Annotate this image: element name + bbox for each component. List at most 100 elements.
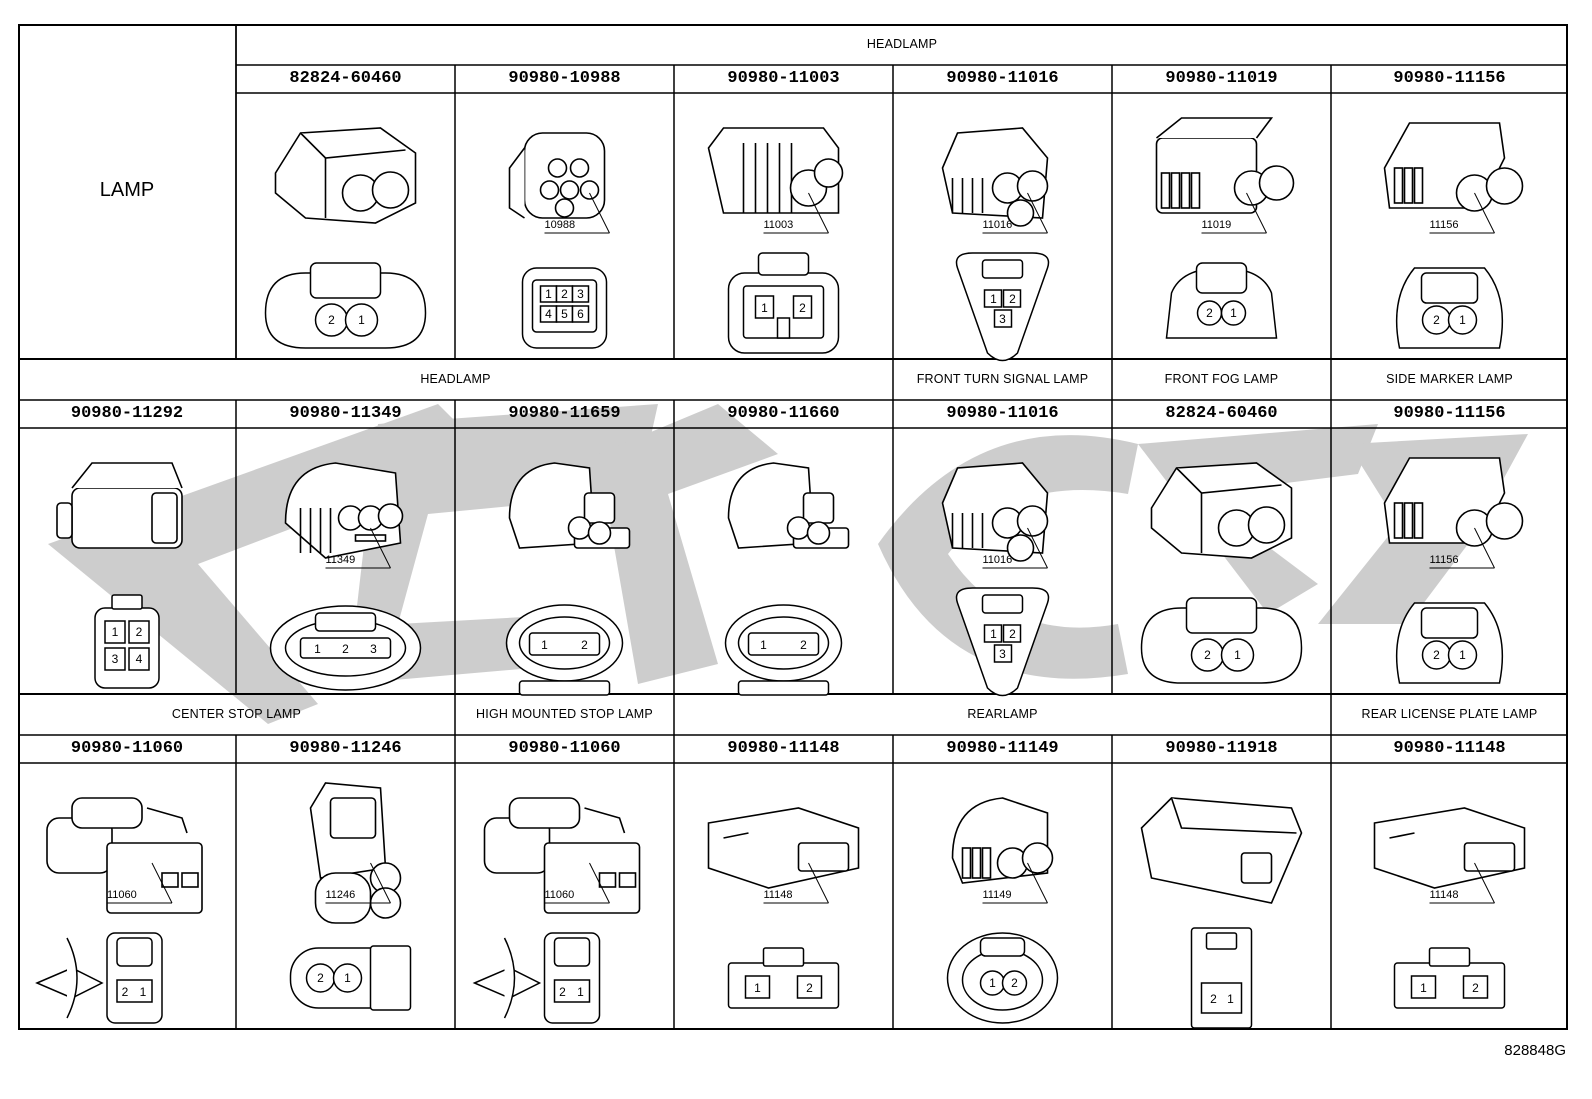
svg-text:2: 2 [1210,992,1217,1006]
svg-text:2: 2 [1433,648,1440,662]
callout-label: 11016 [982,554,1013,566]
part-number: 90980-11019 [1165,69,1278,88]
svg-text:2: 2 [1472,981,1479,995]
svg-text:2: 2 [1009,627,1016,641]
svg-text:1: 1 [1227,992,1234,1006]
svg-text:6: 6 [577,307,584,321]
callout-label: 11003 [763,219,794,231]
svg-text:1: 1 [990,627,997,641]
connector-face-drawing: 1 2 3 [269,605,422,691]
svg-text:2: 2 [342,642,349,656]
svg-text:2: 2 [328,313,335,327]
svg-text:1: 1 [990,292,997,306]
svg-text:2: 2 [559,985,566,999]
callout-arrow [808,192,829,234]
callout-label: 11016 [982,219,1013,231]
connector-body-drawing [56,462,183,549]
callout-arrow [370,862,391,904]
svg-text:1: 1 [140,985,147,999]
part-number: 90980-10988 [508,69,621,88]
section-header: HIGH MOUNTED STOP LAMP [476,707,653,721]
part-number: 90980-11060 [508,739,621,758]
callout-arrow [1474,527,1495,569]
svg-text:2: 2 [1204,648,1211,662]
section-header: REARLAMP [967,707,1038,721]
drawing-id: 828848G [1504,1042,1566,1059]
callout-label: 10988 [544,219,576,231]
connector-body-drawing [727,462,850,549]
svg-text:2: 2 [799,301,806,315]
section-header: HEADLAMP [866,37,938,51]
callout-arrow [370,527,391,569]
section-header: HEADLAMP [420,372,491,386]
connector-body-drawing [46,797,203,914]
callout-label: 11349 [325,554,356,566]
connector-body-drawing [1150,462,1293,559]
svg-text:2: 2 [561,287,568,301]
callout-label: 11019 [1201,219,1232,231]
connector-body-drawing [508,132,606,219]
svg-text:2: 2 [1433,313,1440,327]
svg-text:3: 3 [999,647,1006,661]
part-number: 90980-11246 [289,739,402,758]
callout-label: 11060 [107,889,137,901]
svg-text:2: 2 [1011,976,1018,990]
svg-text:3: 3 [370,642,377,656]
callout-arrow [589,862,610,904]
connector-body-drawing [274,127,417,224]
section-header: FRONT TURN SIGNAL LAMP [916,372,1089,386]
part-number: 90980-11148 [1393,739,1506,758]
callout-arrow [1027,862,1048,904]
svg-text:2: 2 [122,985,129,999]
svg-text:1: 1 [1230,306,1237,320]
callout-arrow [1474,862,1495,904]
part-number: 90980-11156 [1393,404,1506,423]
svg-text:1: 1 [358,313,365,327]
part-number: 90980-11349 [289,404,402,423]
svg-text:1: 1 [754,981,761,995]
section-header: FRONT FOG LAMP [1164,372,1279,386]
grid-lines [18,24,1568,1030]
svg-text:1: 1 [112,625,119,639]
section-header: REAR LICENSE PLATE LAMP [1361,707,1538,721]
svg-text:2: 2 [800,638,807,652]
svg-text:3: 3 [577,287,584,301]
connector-body-drawing [1383,122,1524,212]
svg-text:1: 1 [989,976,996,990]
callout-arrow [1474,192,1495,234]
section-header: SIDE MARKER LAMP [1386,372,1513,386]
svg-text:1: 1 [314,642,321,656]
part-number: 90980-11149 [946,739,1059,758]
part-number: 90980-11659 [508,404,621,423]
svg-text:1: 1 [1459,313,1466,327]
svg-text:4: 4 [136,652,143,666]
part-number: 90980-11003 [727,69,840,88]
connector-body-drawing [1373,807,1526,889]
callout-arrow [151,862,173,904]
svg-text:1: 1 [344,971,351,985]
svg-text:4: 4 [545,307,552,321]
part-number: 90980-11060 [70,739,184,758]
svg-text:1: 1 [541,638,548,652]
connector-body-drawing [1140,797,1303,904]
svg-text:3: 3 [999,312,1006,326]
callout-label: 11060 [544,889,575,901]
callout-arrow [1027,192,1048,234]
svg-text:2: 2 [136,625,143,639]
part-number: 90980-11016 [946,69,1059,88]
svg-text:1: 1 [577,985,584,999]
callout-label: 11149 [982,889,1012,901]
